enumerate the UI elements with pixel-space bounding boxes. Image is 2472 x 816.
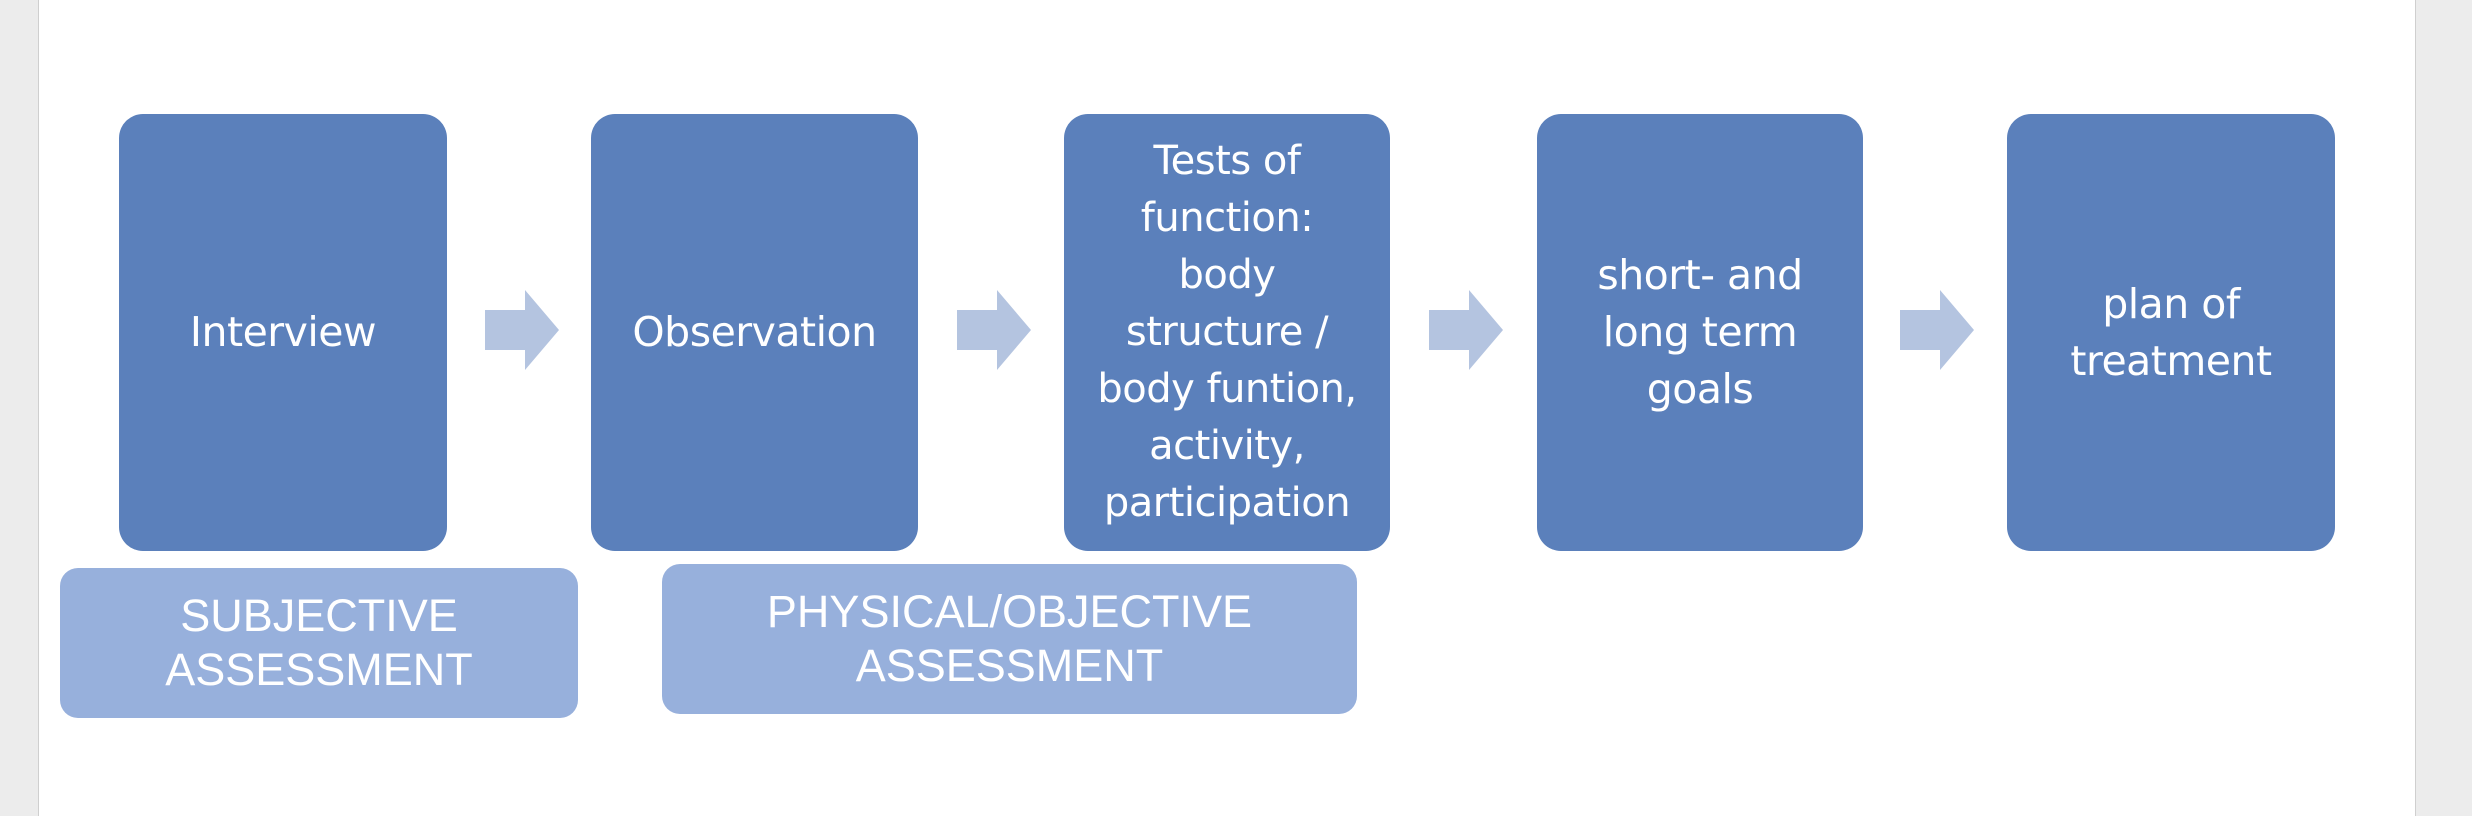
diagram-canvas: Interview Observation Tests of function:… <box>38 0 2416 816</box>
step-observation: Observation <box>591 114 918 551</box>
step-interview: Interview <box>119 114 447 551</box>
group-subjective-assessment: SUBJECTIVE ASSESSMENT <box>60 568 578 718</box>
arrow-right-icon <box>485 290 559 370</box>
step-observation-label: Observation <box>632 308 877 356</box>
step-plan-of-treatment-label: plan of treatment <box>2070 279 2272 385</box>
step-interview-label: Interview <box>189 308 377 356</box>
group-objective-assessment: PHYSICAL/OBJECTIVE ASSESSMENT <box>662 564 1357 714</box>
group-objective-assessment-label: PHYSICAL/OBJECTIVE ASSESSMENT <box>766 586 1253 691</box>
arrow-right-icon <box>1900 290 1974 370</box>
group-subjective-assessment-label: SUBJECTIVE ASSESSMENT <box>165 590 473 695</box>
arrow-right-icon <box>957 290 1031 370</box>
step-tests-of-function-label: Tests of function: body structure / body… <box>1097 138 1357 526</box>
step-goals-label: short- and long term goals <box>1597 251 1803 413</box>
step-tests-of-function: Tests of function: body structure / body… <box>1064 114 1390 551</box>
arrow-right-icon <box>1429 290 1503 370</box>
step-goals: short- and long term goals <box>1537 114 1863 551</box>
step-plan-of-treatment: plan of treatment <box>2007 114 2335 551</box>
